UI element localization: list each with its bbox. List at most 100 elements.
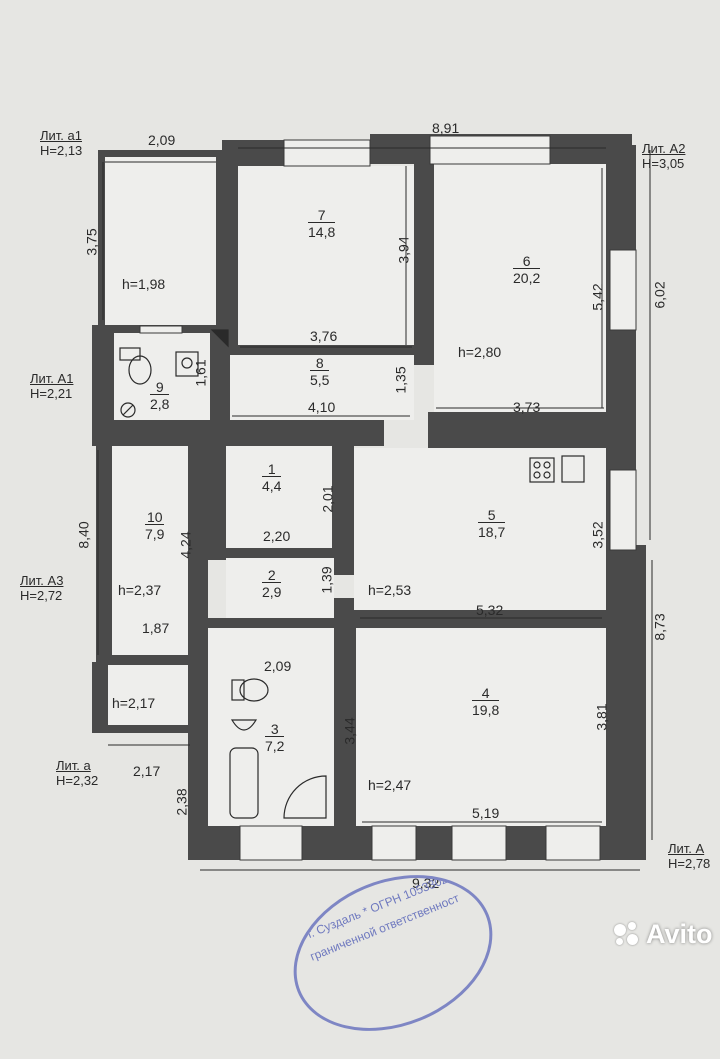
room-number: 8 — [315, 355, 324, 371]
lit-A-label: Лит. А H=2,78 — [668, 841, 710, 871]
shower-icon — [283, 775, 327, 819]
dimension-label: 2,09 — [148, 132, 176, 148]
dimension-label: 8,91 — [432, 120, 460, 136]
toilet-icon — [239, 678, 269, 702]
lit-a-label: Лит. а H=2,32 — [56, 758, 98, 788]
avito-watermark: Avito — [612, 918, 713, 950]
sink-icon — [230, 719, 258, 731]
window — [609, 249, 637, 331]
room-5-label: 5 18,7 — [478, 507, 506, 540]
lit-height: H=3,05 — [642, 156, 685, 171]
lit-name: Лит. А2 — [642, 141, 686, 156]
wall — [208, 445, 226, 560]
dimension-label: 5,42 — [589, 283, 606, 311]
sink-icon — [561, 455, 585, 483]
avito-logo-icon — [612, 920, 640, 948]
room-area: 20,2 — [513, 268, 541, 286]
dimension-label: 5,32 — [476, 602, 504, 618]
wall — [208, 618, 354, 628]
room-floor — [208, 628, 334, 826]
room-area: 7,2 — [265, 736, 285, 754]
dimension-label: 3,81 — [593, 703, 610, 731]
room-area: 2,8 — [150, 394, 170, 412]
wall — [428, 412, 608, 448]
wall — [334, 598, 356, 838]
lit-A1-label: Лит. А1 H=2,21 — [30, 371, 73, 401]
fixtures — [119, 329, 585, 819]
room-number: 7 — [317, 207, 326, 223]
stair-icon — [210, 329, 229, 348]
room-2-label: 2 2,9 — [262, 567, 282, 599]
wall — [230, 345, 414, 355]
lit-height: H=2,32 — [56, 773, 99, 788]
room-1-label: 1 4,4 — [262, 461, 282, 494]
room-7-label: 7 14,8 — [308, 207, 336, 240]
lit-height: H=2,13 — [40, 143, 83, 158]
lit-name: Лит. а — [56, 758, 91, 773]
room-area: 18,7 — [478, 522, 506, 540]
room-number: 2 — [267, 567, 276, 583]
dimension-label: 3,44 — [341, 717, 358, 745]
room-floor — [354, 448, 606, 610]
bathtub-icon — [229, 747, 259, 819]
boiler-icon — [120, 402, 136, 418]
room-floor — [238, 166, 414, 345]
lit-name: Лит. a1 — [40, 128, 82, 143]
room-floor — [112, 446, 188, 655]
dimension-label: 1,61 — [192, 359, 209, 387]
dimension-label: 3,52 — [589, 521, 606, 549]
room-number: 9 — [155, 379, 164, 395]
dimension-label: 3,76 — [310, 328, 338, 344]
room-number: 10 — [146, 509, 163, 525]
burner — [543, 471, 551, 479]
room-3-label: 3 7,2 — [265, 721, 285, 754]
room-10-label: 10 7,9 — [145, 509, 165, 541]
wall — [216, 150, 224, 325]
height-label: h=2,37 — [118, 582, 162, 598]
lit-a1-label: Лит. a1 H=2,13 — [40, 128, 82, 158]
room-4-label: 4 19,8 — [472, 686, 500, 717]
wall — [92, 325, 114, 445]
room-9-label: 9 2,8 — [150, 379, 170, 412]
room-number: 3 — [270, 721, 279, 737]
sink-icon — [175, 351, 199, 377]
wall — [332, 445, 354, 575]
lit-height: H=2,21 — [30, 386, 73, 401]
room-6-label: 6 20,2 — [513, 254, 541, 286]
window — [545, 825, 601, 861]
room-floor — [108, 665, 188, 725]
burner — [543, 461, 551, 469]
wall — [96, 445, 112, 665]
room-number: 1 — [267, 461, 276, 477]
height-label: h=2,80 — [458, 344, 502, 360]
toilet-tank — [231, 679, 245, 701]
room-8-label: 8 5,5 — [310, 355, 330, 388]
burner — [533, 461, 541, 469]
dimension-label: 1,39 — [318, 566, 335, 594]
height-label: h=2,53 — [368, 582, 412, 598]
dimension-label: 2,01 — [319, 485, 336, 513]
wall — [92, 662, 108, 732]
room-floor — [230, 355, 414, 420]
dimension-label: 3,73 — [513, 399, 541, 415]
dimension-label: 4,24 — [177, 531, 194, 559]
window — [371, 825, 417, 861]
room-area: 14,8 — [308, 222, 336, 240]
floor-plan — [92, 134, 653, 871]
dimension-label: 3,94 — [395, 236, 412, 264]
dimension-label: 2,20 — [263, 528, 291, 544]
window — [609, 469, 637, 551]
lit-A3-label: Лит. А3 H=2,72 — [20, 573, 63, 603]
wall — [208, 548, 354, 558]
room-area: 5,5 — [310, 370, 330, 388]
dimension-label: 2,38 — [173, 788, 190, 816]
lit-height: H=2,72 — [20, 588, 63, 603]
room-area: 4,4 — [262, 476, 282, 494]
dimension-label: 1,35 — [392, 366, 409, 394]
lit-name: Лит. А1 — [30, 371, 74, 386]
dimension-label: 6,02 — [651, 281, 668, 309]
room-floor — [105, 157, 216, 325]
room-number: 5 — [487, 507, 496, 523]
dimension-label: 4,10 — [308, 399, 336, 415]
avito-brand-text: Avito — [646, 918, 713, 949]
